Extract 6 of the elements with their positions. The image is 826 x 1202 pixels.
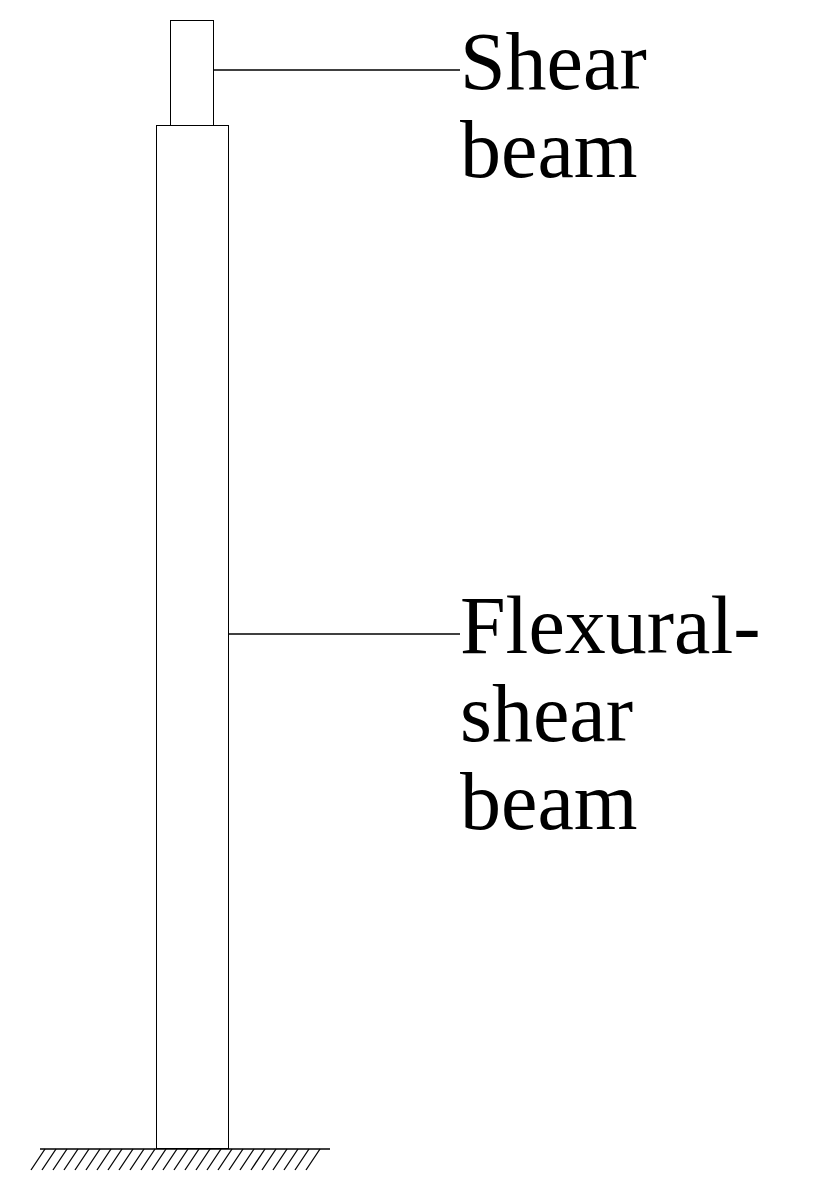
part-label: Flexural-shear beam bbox=[460, 582, 800, 846]
leader-line bbox=[213, 69, 461, 71]
shear-beam-segment bbox=[170, 20, 214, 126]
leader-line bbox=[228, 633, 461, 635]
column-segment bbox=[156, 125, 229, 1149]
part-label: Shear beam bbox=[460, 18, 750, 194]
